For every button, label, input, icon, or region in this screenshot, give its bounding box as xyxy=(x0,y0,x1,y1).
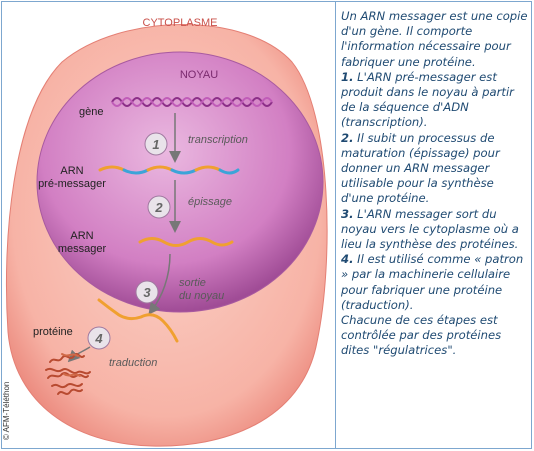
mrna-strand xyxy=(138,237,234,247)
step-1-text: L'ARN pré-messager est produit dans le n… xyxy=(341,69,514,130)
step-1-paragraph: 1. L'ARN pré-messager est produit dans l… xyxy=(341,70,529,131)
step-1-number-text: 1. xyxy=(341,69,354,84)
gene-label: gène xyxy=(79,106,103,118)
step-2-number-text: 2. xyxy=(341,130,354,145)
cytoplasm-mrna-strand xyxy=(97,298,179,343)
step-3-text: L'ARN messager sort du noyau vers le cyt… xyxy=(341,206,519,252)
step-3-label-line2: du noyau xyxy=(179,290,224,302)
step-4-number-text: 4. xyxy=(341,252,354,267)
mrna-label-line1: ARN xyxy=(70,230,93,242)
protein-label: protéine xyxy=(33,326,73,338)
pre-mrna-label-line1: ARN xyxy=(60,165,83,177)
nucleus-shape xyxy=(36,51,324,313)
step-2-badge xyxy=(147,195,171,219)
step-4-badge xyxy=(87,326,111,350)
protein-structure xyxy=(45,353,91,395)
nucleus-label: NOYAU xyxy=(180,69,218,81)
step-3-paragraph: 3. L'ARN messager sort du noyau vers le … xyxy=(341,207,529,253)
step-2-number: 2 xyxy=(154,200,163,215)
gene-expression-diagram: CYTOPLASME NOYAU gène 1 transcription AR… xyxy=(5,17,328,447)
step-3-label-line1: sortie xyxy=(179,277,206,289)
explanation-panel: Un ARN messager est une copie d'un gène.… xyxy=(341,9,529,359)
step-1-number: 1 xyxy=(152,137,159,152)
gene-dna-helix xyxy=(111,97,273,107)
step-4-paragraph: 4. Il est utilisé comme « patron » par l… xyxy=(341,252,529,313)
step-3-badge xyxy=(135,280,159,304)
intro-paragraph: Un ARN messager est une copie d'un gène.… xyxy=(341,9,528,69)
mrna-label-line2: messager xyxy=(58,243,107,255)
step-1-label: transcription xyxy=(188,134,248,146)
conclusion-paragraph: Chacune de ces étapes est contrôlée par … xyxy=(341,313,502,358)
step-3-number-text: 3. xyxy=(341,206,354,221)
arrow-nuclear-exit xyxy=(148,253,171,315)
panel-divider xyxy=(335,1,336,449)
step-2-text: Il subit un processus de maturation (épi… xyxy=(341,130,500,206)
pre-mrna-label-line2: pré-messager xyxy=(38,178,106,190)
step-1-badge xyxy=(144,132,168,156)
pre-mrna-strand xyxy=(98,165,240,175)
step-4-number: 4 xyxy=(94,331,103,346)
step-4-label: traduction xyxy=(109,357,157,369)
step-3-number: 3 xyxy=(143,285,151,300)
step-2-label: épissage xyxy=(188,196,232,208)
step-4-text: Il est utilisé comme « patron » par la m… xyxy=(341,252,524,312)
step-2-paragraph: 2. Il subit un processus de maturation (… xyxy=(341,131,529,207)
cytoplasm-label: CYTOPLASME xyxy=(143,17,218,29)
copyright-label: © AFM-Téléthon xyxy=(2,381,11,440)
